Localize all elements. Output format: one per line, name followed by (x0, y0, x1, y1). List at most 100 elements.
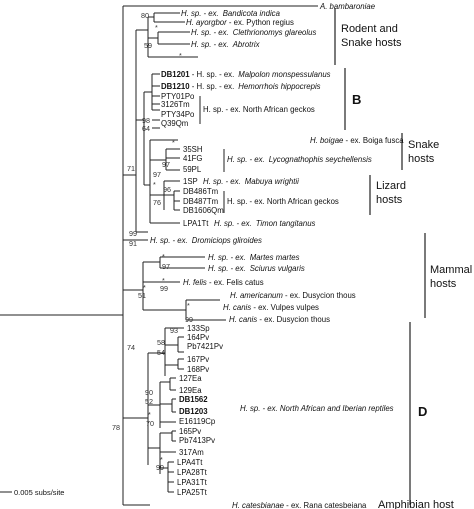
support-51: 51 (138, 291, 146, 300)
support-93: 93 (170, 326, 178, 335)
support-97b: 97 (153, 170, 161, 179)
taxon-label: Pb7413Pv (179, 436, 215, 445)
group-host-label: H. sp. - ex. Lycognathophis seychellensi… (227, 149, 372, 166)
group-host-label: H. sp. - ex. North African and Iberian r… (240, 404, 394, 413)
taxon-label: H. sp. - ex. Clethrionomys glareolus (191, 22, 316, 39)
taxon-label: H. sp. - ex. Bandicota indica (181, 3, 281, 20)
lizard-hosts-label: hosts (376, 194, 403, 206)
taxon-label: PTY34Po (161, 110, 195, 119)
taxon-label: DB486Tm (183, 187, 218, 196)
support-90: 90 (145, 388, 153, 397)
support-99a: 99 (129, 229, 137, 238)
support-star: * (172, 138, 175, 147)
rodent-snake-hosts-label: Rodent and (341, 23, 398, 35)
taxon-label: H. sp. - ex. Martes martes (208, 247, 300, 264)
support-78: 78 (112, 423, 120, 432)
taxon-label: 59PL (183, 165, 202, 174)
support-59: 59 (144, 41, 152, 50)
support-80: 80 (141, 11, 149, 20)
support-star: * (162, 276, 165, 285)
taxon-label: 127Ea (179, 374, 202, 383)
group-bars (334, 8, 426, 505)
taxon-label: DB487Tm (183, 197, 218, 206)
taxon-label: H. sp. - ex. Timon tangitanus (214, 213, 316, 230)
taxon-label: H. ayorgbor - ex. Python regius (186, 18, 294, 27)
host-group-labels: Rodent and Snake hosts Snake hosts Lizar… (341, 23, 472, 509)
clade-b-label: B (352, 92, 361, 107)
taxon-label: 129Ea (179, 386, 202, 395)
group-host-label: H. sp. - ex. North African geckos (227, 197, 339, 206)
taxon-label: LPA25Tt (177, 488, 208, 497)
taxon-label: 133Sp (187, 324, 210, 333)
snake-hosts-label: Snake (408, 139, 439, 151)
taxon-label: 3126Tm (161, 100, 190, 109)
support-52: 52 (145, 397, 153, 406)
taxon-label: PTY01Po (161, 92, 195, 101)
taxon-label: H. canis - ex. Dusycion thous (229, 315, 330, 324)
support-star: * (179, 51, 182, 60)
support-99b: 99 (160, 284, 168, 293)
taxon-label: 164Pv (187, 333, 209, 342)
clade-d-label: D (418, 404, 427, 419)
lizard-hosts-label: Lizard (376, 180, 406, 192)
mammal-hosts-label: Mammal (430, 264, 472, 276)
taxon-label: H. canis - ex. Vulpes vulpes (223, 303, 319, 312)
taxon-label: LPA28Tt (177, 468, 208, 477)
support-76: 76 (153, 198, 161, 207)
taxon-label: E16119Cp (179, 417, 216, 426)
group-host-label: H. sp. - ex. North African geckos (203, 105, 315, 114)
taxon-label: H. americanum - ex. Dusycion thous (230, 291, 356, 300)
taxon-label: 165Pv (179, 427, 201, 436)
taxon-label: A. bambaroniae (319, 2, 376, 11)
taxon-label: 35SH (183, 145, 203, 154)
support-54: 54 (157, 348, 165, 357)
taxon-label: H. sp. - ex. Sciurus vulgaris (208, 258, 305, 275)
taxon-label: 168Pv (187, 365, 209, 374)
scale-bar: 0.005 subs/site (0, 488, 64, 497)
taxon-label: LPA1Tt (183, 219, 209, 228)
support-64: 64 (142, 124, 150, 133)
support-star: * (153, 180, 156, 189)
snake-hosts-label: hosts (408, 153, 435, 165)
taxon-label: DB1562 (179, 395, 208, 404)
taxon-labels: A. bambaroniae H. sp. - ex. Bandicota in… (150, 2, 404, 509)
support-99c: 99 (185, 315, 193, 324)
support-97c: 97 (162, 262, 170, 271)
taxon-label: 41FG (183, 154, 203, 163)
taxon-label: DB1203 (179, 407, 208, 416)
taxon-label: H. sp. - ex. Mabuya wrightii (203, 171, 299, 188)
amphibian-host-label: Amphibian host (378, 499, 454, 509)
support-star: * (155, 23, 158, 32)
mammal-hosts-label: hosts (430, 278, 457, 290)
support-91: 91 (129, 239, 137, 248)
support-97a: 97 (162, 160, 170, 169)
taxon-label: Q39Qm (161, 119, 188, 128)
taxon-label: H. boigae - ex. Boiga fusca (310, 136, 404, 145)
taxon-label: DB1606Qm (183, 206, 224, 215)
support-star: * (143, 283, 146, 292)
support-star: * (160, 455, 163, 464)
support-star: * (162, 252, 165, 261)
rodent-snake-hosts-label: Snake hosts (341, 37, 402, 49)
taxon-label: LPA4Tt (177, 458, 203, 467)
taxon-label: H. sp. - ex. Dromiciops gliroides (150, 230, 262, 247)
tree-branches (0, 5, 318, 506)
support-99d: 99 (156, 463, 164, 472)
support-star: * (187, 301, 190, 310)
taxon-label: 317Am (179, 448, 204, 457)
taxon-label: H. felis - ex. Felis catus (183, 278, 264, 287)
support-74: 74 (127, 343, 135, 352)
support-96: 96 (163, 185, 171, 194)
taxon-label: H. sp. - ex. Abrotrix (191, 34, 261, 51)
scale-bar-label: 0.005 subs/site (14, 488, 64, 497)
taxon-label: DB1210 - H. sp. - ex. Hemorrhois hippocr… (161, 76, 321, 93)
taxon-label: DB1201 - H. sp. - ex. Malpolon monspessu… (161, 64, 331, 81)
support-71: 71 (127, 164, 135, 173)
support-star: * (148, 410, 151, 419)
support-values: 80 * 59 * 98 64 71 * 97 97 * 96 76 99 91… (112, 11, 193, 472)
taxon-label: LPA31Tt (177, 478, 208, 487)
support-98: 98 (142, 116, 150, 125)
support-70: 70 (146, 419, 154, 428)
